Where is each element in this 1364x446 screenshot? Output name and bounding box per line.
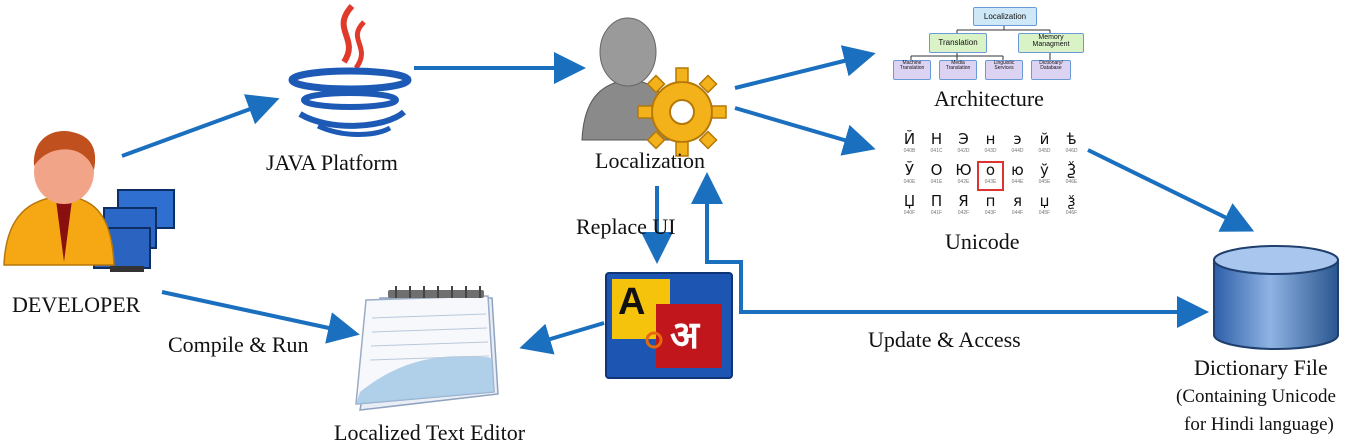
arrow-localization-unicode — [734, 106, 876, 156]
arrow-update-access — [705, 256, 1209, 328]
tree-media-translation: Media Translation — [939, 60, 977, 80]
tree-linguistic-services: Linguistic Services — [985, 60, 1023, 80]
tree-machine-translation: Machine Translation — [893, 60, 931, 80]
arrow-developer-java — [121, 94, 280, 158]
tree-dictionary-database: Dictionary/ Database — [1031, 60, 1071, 80]
tree-root: Localization — [973, 7, 1037, 26]
arrow-developer-editor — [161, 290, 360, 344]
dictionary-desc-line1: (Containing Unicode — [1176, 386, 1336, 407]
java-label: JAVA Platform — [266, 150, 398, 175]
developer-label: DEVELOPER — [12, 292, 141, 317]
dictionary-title: Dictionary File — [1194, 355, 1328, 380]
arrow-localization-architecture — [734, 45, 876, 90]
dictionary-desc-line2: for Hindi language) — [1184, 414, 1334, 435]
arrow-icon-editor — [519, 321, 605, 355]
translate-icon-hindi: अ — [670, 313, 700, 357]
arrow-unicode-dictionary — [1087, 148, 1255, 232]
translate-icon-a: A — [618, 281, 646, 323]
localization-label: Localization — [595, 148, 705, 173]
update-access-label: Update & Access — [868, 327, 1021, 352]
tree-translation: Translation — [929, 33, 987, 53]
tree-memory: Memory Managment — [1018, 33, 1084, 53]
compile-run-label: Compile & Run — [168, 332, 309, 357]
unicode-label: Unicode — [945, 229, 1020, 254]
architecture-label: Architecture — [934, 86, 1044, 111]
replace-ui-label: Replace UI — [576, 214, 676, 239]
